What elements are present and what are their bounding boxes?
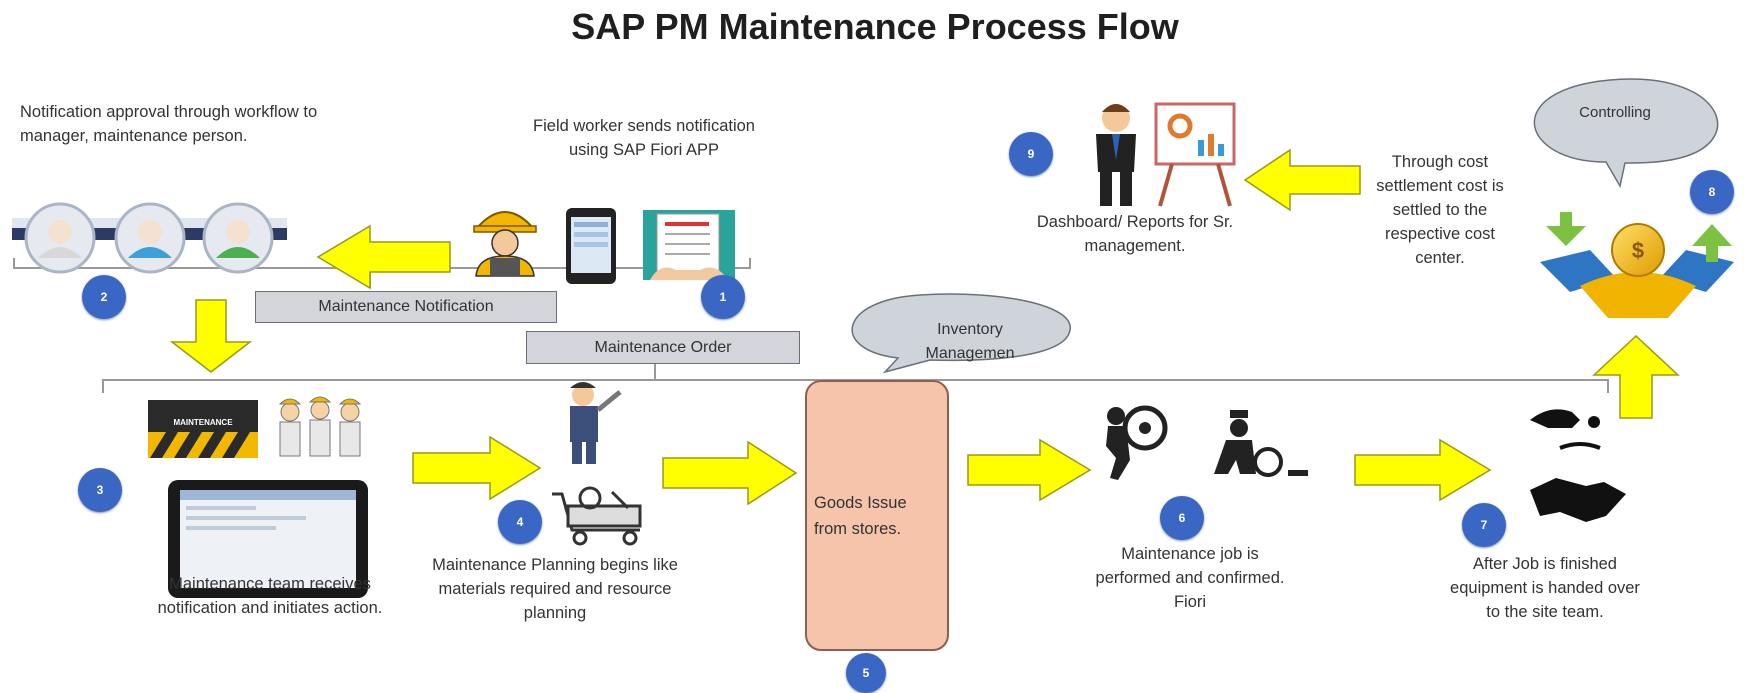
- cost-settlement-illustration: $: [1540, 212, 1734, 318]
- step-3-text: Maintenance team receives notification a…: [157, 575, 383, 617]
- maintenance-sign-text: MAINTENANCE: [173, 418, 233, 427]
- step-3-badge: 3: [78, 468, 122, 512]
- approval-people-illustration: [12, 202, 287, 274]
- arrow-5-to-6: [967, 438, 1092, 502]
- document-illustration: [643, 210, 735, 280]
- maintenance-team-illustration: [278, 396, 362, 457]
- step-2-text: Notification approval through workflow t…: [20, 103, 318, 145]
- step-6-text: Maintenance job is performed and confirm…: [1095, 545, 1285, 611]
- step-9-badge: 9: [1009, 132, 1053, 176]
- inventory-bubble: [851, 293, 1071, 374]
- kneeling-worker-illustration: [1214, 410, 1308, 477]
- maintenance-notification-box: Maintenance Notification: [255, 291, 557, 323]
- worker-with-gear-illustration: [1106, 405, 1168, 480]
- tool-cart-illustration: [552, 486, 642, 546]
- svg-text:$: $: [1632, 238, 1644, 263]
- inventory-bubble-label: Inventory Managemen: [925, 321, 1015, 362]
- step-6-badge: 6: [1160, 496, 1204, 540]
- controlling-bubble: [1533, 78, 1719, 189]
- step-7-text: After Job is finished equipment is hande…: [1450, 555, 1640, 621]
- hand-key-illustration: [1530, 409, 1601, 450]
- step-5-badge: 5: [846, 653, 886, 693]
- maintenance-sign-illustration: [148, 400, 258, 458]
- mechanic-illustration: [570, 382, 622, 464]
- maintenance-order-box: Maintenance Order: [526, 331, 800, 364]
- step-4-text: Maintenance Planning begins like materia…: [432, 556, 678, 622]
- goods-issue-box: [805, 380, 949, 651]
- diagram-title: SAP PM Maintenance Process Flow: [571, 6, 1179, 47]
- step-8-text: Through cost settlement cost is settled …: [1376, 153, 1504, 267]
- arrow-3-to-4: [412, 435, 542, 501]
- arrow-1-to-2: [316, 224, 451, 290]
- step-9-text: Dashboard/ Reports for Sr. management.: [1036, 213, 1234, 255]
- field-worker-illustration: [473, 211, 537, 277]
- arrow-8-to-9: [1243, 148, 1361, 212]
- controlling-bubble-label: Controlling: [1579, 104, 1651, 121]
- tablet-illustration: [168, 480, 368, 598]
- step-1-text: Field worker sends notification using SA…: [533, 117, 755, 159]
- phone-illustration: [566, 208, 616, 284]
- step-4-badge: 4: [498, 500, 542, 544]
- step-7-badge: 7: [1462, 503, 1506, 547]
- step-5-text: Goods Issue from stores.: [814, 494, 907, 538]
- dashboard-presenter-illustration: [1096, 102, 1236, 207]
- handshake-illustration: [1530, 478, 1626, 522]
- arrow-7-to-8: [1592, 334, 1680, 419]
- arrow-2-to-3: [169, 299, 253, 373]
- step-1-badge: 1: [701, 275, 745, 319]
- arrow-4-to-5: [662, 440, 798, 506]
- arrow-6-to-7: [1354, 438, 1492, 502]
- step-2-badge: 2: [82, 275, 126, 319]
- step-8-badge: 8: [1690, 170, 1734, 214]
